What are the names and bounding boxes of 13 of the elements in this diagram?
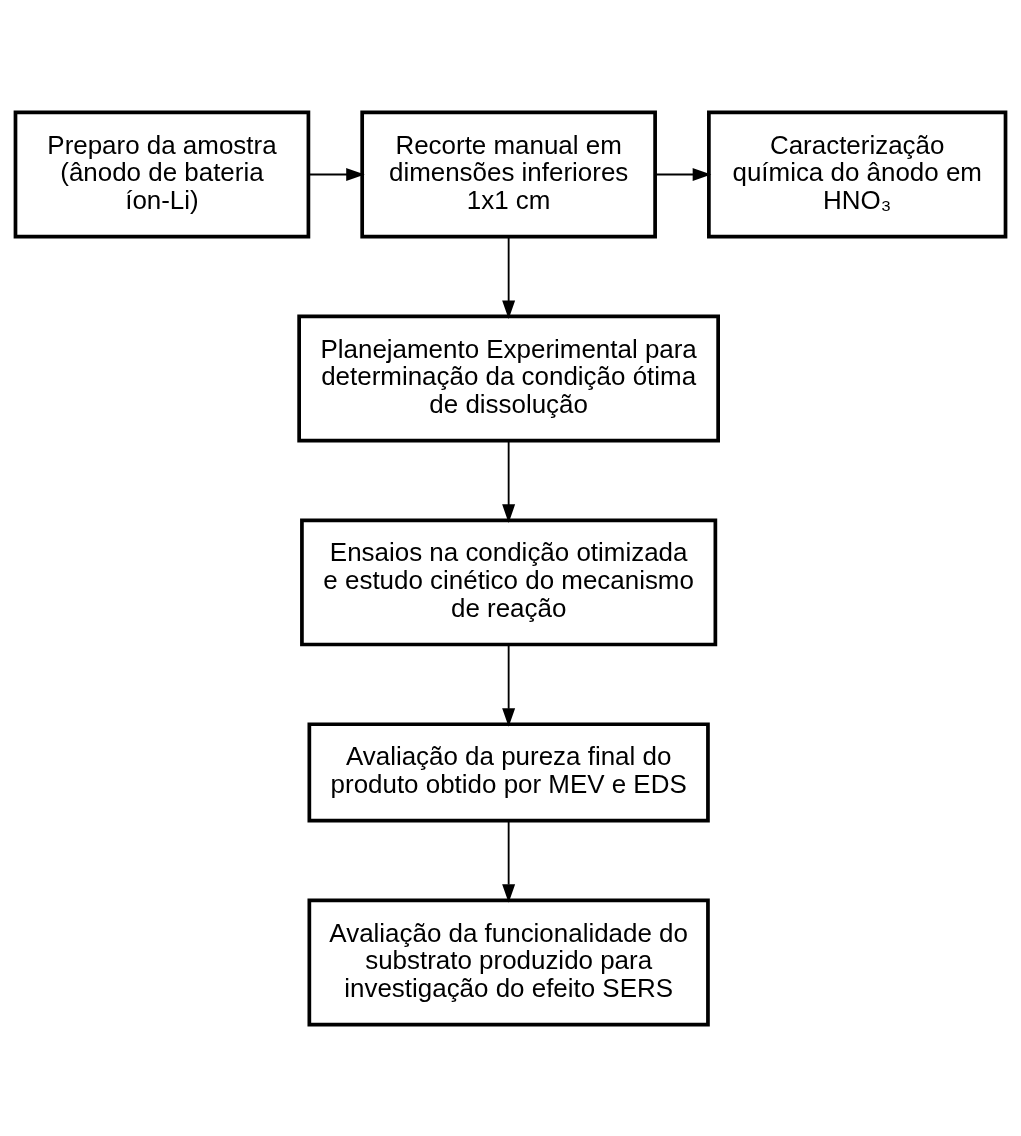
node-box: Caracterização química do ânodo em HNO₃ [707,110,1008,238]
arrow [502,819,516,903]
node-box: Preparo da amostra (ânodo de bateria íon-Li) [13,110,311,238]
arrow [654,167,712,181]
node-box: Avaliação da funcionalidade do substrato produzido para investigação do efeito SERS [307,898,710,1026]
node-box: Ensaios na condição otimizada e estudo cinético do mecanismo de reação [300,517,718,646]
node-box: Avaliação da pureza final do produto obtido por MEV e EDS [307,721,710,822]
arrow [502,235,516,319]
arrow [502,439,516,523]
arrow [307,167,365,181]
node-box: Recorte manual em dimensões inferiores 1x1 cm [360,110,657,238]
node-box: Planejamento Experimental para determinação da condição ótima de dissolução [297,314,720,442]
arrow [502,643,516,727]
